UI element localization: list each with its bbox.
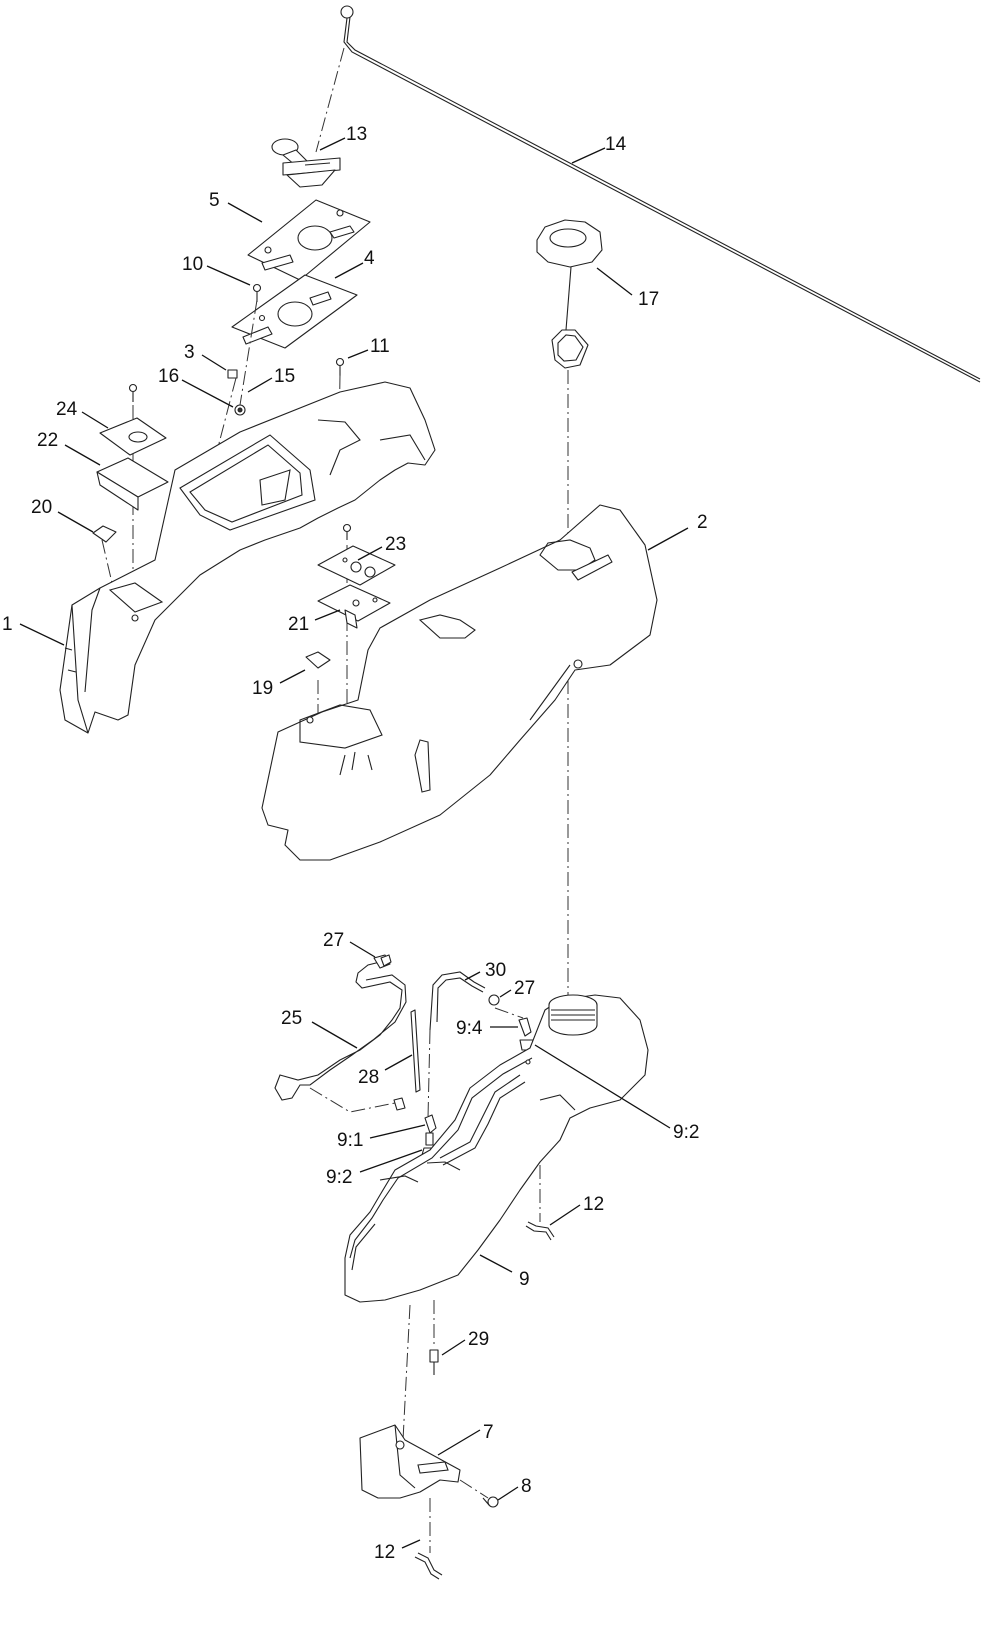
callout-19: 19 <box>252 678 273 699</box>
part-29-stud <box>429 1349 439 1375</box>
callout-12-upper: 12 <box>583 1194 604 1215</box>
callout-27-right: 27 <box>514 978 535 999</box>
part-9-fuel-tank <box>344 994 649 1303</box>
part-screw-mid <box>342 523 352 540</box>
callout-21: 21 <box>288 614 309 635</box>
part-23-decal <box>317 545 396 586</box>
part-11-screw <box>335 357 345 376</box>
part-10-screw <box>252 283 262 302</box>
callout-3: 3 <box>184 342 195 363</box>
part-12-strap-upper <box>525 1221 555 1241</box>
part-8-bolt <box>482 1496 499 1508</box>
callout-9-2-right: 9:2 <box>673 1122 699 1143</box>
callout-13: 13 <box>346 124 367 145</box>
callout-1: 1 <box>2 614 13 635</box>
callout-17: 17 <box>638 289 659 310</box>
callout-5: 5 <box>209 190 220 211</box>
part-28-cable-tie <box>410 1009 421 1093</box>
callout-29: 29 <box>468 1329 489 1350</box>
part-7-bracket <box>359 1424 461 1499</box>
callout-9-2-left: 9:2 <box>326 1167 352 1188</box>
part-9-4-elbow <box>518 1017 532 1037</box>
part-20-grommet <box>92 525 117 543</box>
part-5-upper-plate <box>247 199 371 281</box>
part-22-bracket <box>96 457 169 511</box>
part-16-washer <box>234 404 246 416</box>
callout-2: 2 <box>697 512 708 533</box>
callout-22: 22 <box>37 430 58 451</box>
part-1-left-shroud <box>59 381 436 734</box>
callout-20: 20 <box>31 497 52 518</box>
part-9-1-fitting <box>424 1114 437 1146</box>
callout-16: 16 <box>158 366 179 387</box>
part-3-clip <box>227 369 238 379</box>
callout-15: 15 <box>274 366 295 387</box>
part-30-vent-hose <box>429 971 486 1031</box>
callout-8: 8 <box>521 1476 532 1497</box>
callout-labels: 13 14 5 10 4 17 3 11 16 15 24 22 20 1 2 … <box>2 124 708 1563</box>
callout-7: 7 <box>483 1422 494 1443</box>
callout-9-1: 9:1 <box>337 1130 363 1151</box>
part-27-small-left <box>393 1097 406 1111</box>
part-14-rod <box>340 5 981 383</box>
callout-9-4: 9:4 <box>456 1018 483 1039</box>
part-24-decal <box>99 417 167 456</box>
callout-14: 14 <box>605 134 627 155</box>
part-27-clamp-left <box>380 954 392 967</box>
callout-28: 28 <box>358 1067 379 1088</box>
callout-9: 9 <box>519 1269 530 1290</box>
part-2-right-shroud <box>261 504 658 861</box>
leader-lines <box>19 137 689 1549</box>
part-19-grommet <box>305 651 331 669</box>
callout-27-left: 27 <box>323 930 344 951</box>
callout-25: 25 <box>281 1008 302 1029</box>
callout-10: 10 <box>182 254 203 275</box>
callout-24: 24 <box>56 399 78 420</box>
part-12-strap-lower <box>414 1552 443 1580</box>
part-4-lower-plate <box>231 274 358 349</box>
callout-30: 30 <box>485 960 506 981</box>
part-27-clamp-right <box>488 994 500 1006</box>
callout-4: 4 <box>364 248 375 269</box>
callout-11: 11 <box>370 336 390 357</box>
callout-12-lower: 12 <box>374 1542 395 1563</box>
callout-23: 23 <box>385 534 406 555</box>
part-21-plate <box>317 584 391 629</box>
part-17-fuel-cap <box>536 219 603 369</box>
part-screw-left <box>128 383 138 402</box>
part-13-knob-assembly <box>271 138 341 188</box>
